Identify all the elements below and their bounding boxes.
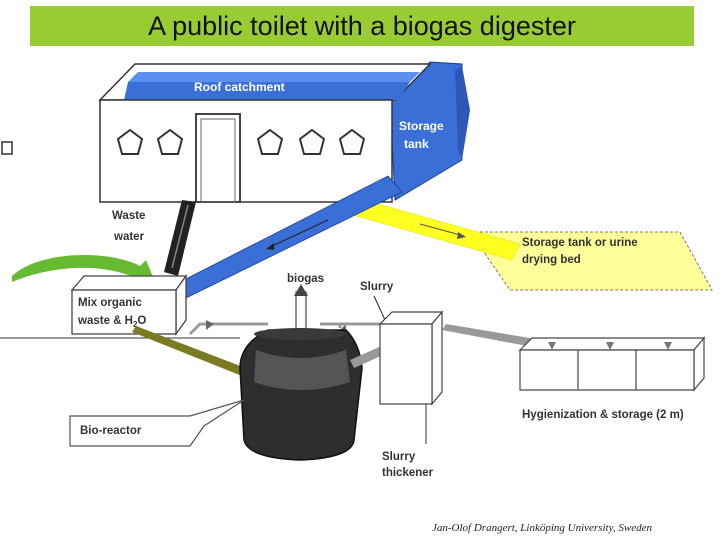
window-pentagon: [156, 128, 184, 155]
window-pentagon: [256, 128, 284, 155]
hygienization-tanks: [518, 336, 706, 392]
slurry-thickener: [378, 310, 444, 406]
urine-drying-bed: [469, 231, 713, 291]
green-inflow-arrow: [12, 255, 156, 286]
storage-tank: [389, 61, 470, 201]
drying-bed-label: drying bed: [522, 254, 581, 266]
slurry-thickener-label: Slurry: [382, 451, 416, 463]
hygienization-feed-pipe: [442, 324, 542, 348]
author-credit: Jan-Olof Drangert, Linköping University,…: [432, 522, 652, 534]
mix-tank: [70, 273, 188, 337]
hygienization-label: Hygienization & storage (2 m): [522, 409, 684, 421]
waste-water-pipe: [164, 200, 196, 276]
biogas-flow-arrow: [267, 219, 329, 249]
door: [195, 113, 241, 203]
window-pentagon: [298, 128, 326, 155]
storage-tank-label: Storage: [399, 119, 444, 133]
bio-reactor-callout: [69, 399, 245, 447]
slurry-pointer-line: [373, 295, 387, 323]
slurry-thickener-label-2: thickener: [382, 467, 434, 479]
bio-reactor: [239, 328, 363, 461]
slide-title: A public toilet with a biogas digester: [30, 6, 694, 46]
biogas-label: biogas: [287, 273, 324, 285]
edge-marker-square: [1, 141, 13, 155]
bio-reactor-label: Bio-reactor: [80, 425, 142, 437]
water-label: water: [113, 231, 145, 243]
roof-catchment-label: Roof catchment: [194, 80, 285, 94]
storage-tank-label-2: tank: [404, 137, 429, 151]
waste-water-label: Waste: [112, 210, 145, 222]
window-pentagon: [338, 128, 366, 155]
mix-waste-label: waste & H2O: [77, 315, 146, 329]
slurry-label: Slurry: [360, 281, 394, 293]
mix-organic-label: Mix organic: [78, 297, 143, 309]
feed-pipe: [132, 326, 256, 380]
window-pentagon: [116, 128, 144, 155]
urine-storage-label: Storage tank or urine: [522, 237, 638, 249]
urine-flow-arrow: [419, 223, 465, 237]
building-windows: [116, 128, 366, 155]
